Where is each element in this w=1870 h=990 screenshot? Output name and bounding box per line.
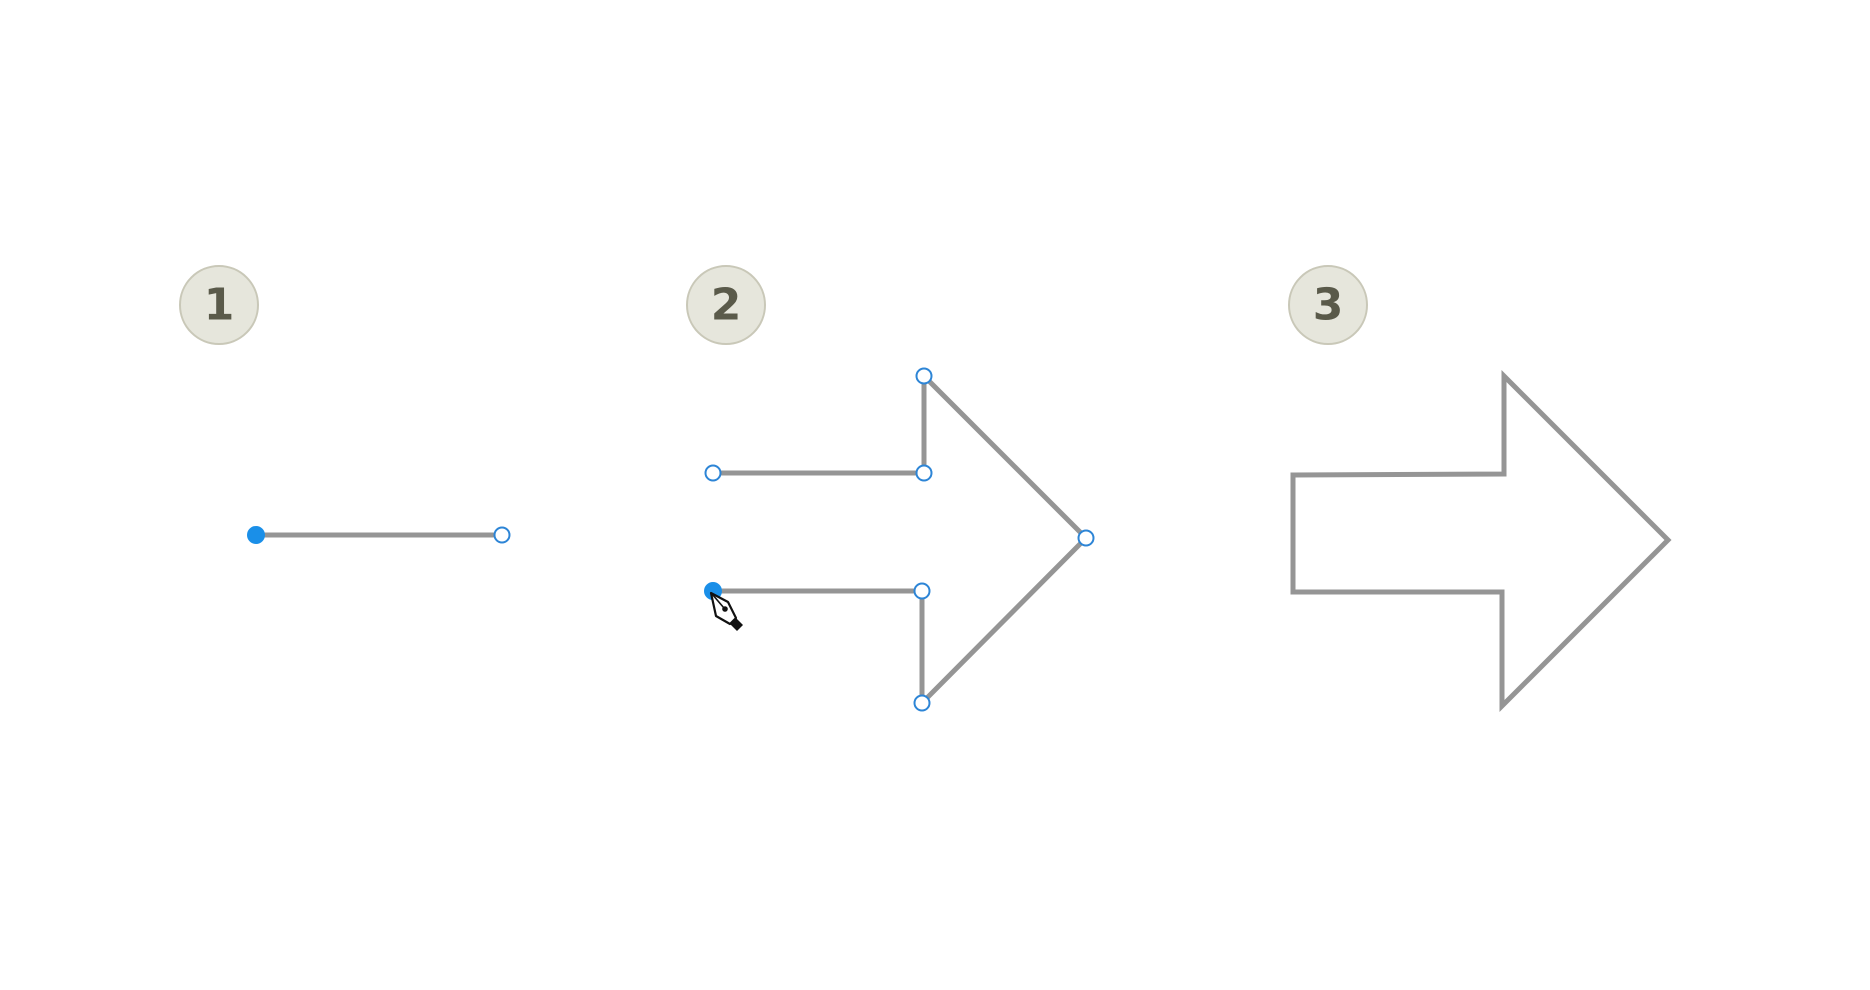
- anchor-point[interactable]: [704, 464, 722, 482]
- step-number-1: 1: [204, 280, 235, 331]
- anchor-point[interactable]: [913, 694, 931, 712]
- step-badge-2: 2: [686, 265, 766, 345]
- anchor-point-active[interactable]: [247, 526, 265, 544]
- anchor-point[interactable]: [915, 367, 933, 385]
- step-badge-1: 1: [179, 265, 259, 345]
- anchor-point[interactable]: [915, 464, 933, 482]
- anchor-point[interactable]: [913, 582, 931, 600]
- step-number-3: 3: [1313, 280, 1344, 331]
- pen-tool-icon: [709, 591, 743, 631]
- anchor-point[interactable]: [1077, 529, 1095, 547]
- closed-arrow-shape: [1290, 369, 1672, 713]
- step-2: 2: [686, 265, 1095, 712]
- step-number-2: 2: [711, 280, 742, 331]
- step-3: 3: [1288, 265, 1672, 713]
- open-arrow-path: [713, 369, 1090, 710]
- step-1: 1: [179, 265, 511, 544]
- anchor-point[interactable]: [493, 526, 511, 544]
- step-badge-3: 3: [1288, 265, 1368, 345]
